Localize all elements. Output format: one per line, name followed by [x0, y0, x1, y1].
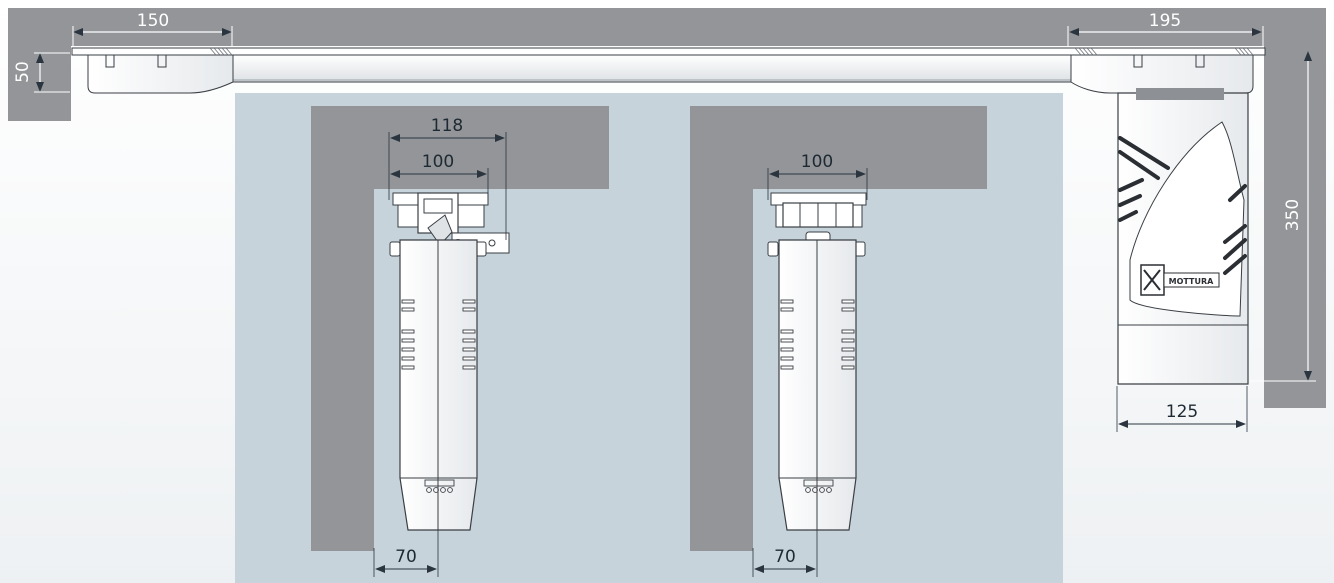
label-118: 118: [431, 116, 463, 136]
dimension-top-right-width: 195: [1067, 11, 1264, 48]
side-view-closer: MOTTURA: [1117, 88, 1249, 385]
dimension-right-unit-offset: 70: [752, 530, 818, 577]
label-100-left: 100: [422, 152, 454, 172]
label-70-left: 70: [395, 547, 417, 567]
left-closer-unit: [389, 192, 510, 531]
dimension-left-unit-offset: 70: [373, 530, 439, 577]
dimension-top-left-width: 150: [72, 11, 233, 48]
left-door-frame: [311, 106, 609, 551]
right-door-frame: [690, 106, 987, 551]
top-rail: [71, 47, 1266, 94]
dimension-top-height: 50: [13, 52, 70, 93]
top-wall: [8, 8, 1326, 408]
dimension-right-unit-inner: 100: [767, 152, 868, 200]
label-125: 125: [1166, 402, 1198, 422]
label-150: 150: [137, 11, 169, 31]
label-50: 50: [13, 61, 33, 83]
label-100-right: 100: [801, 152, 833, 172]
dimension-side-height: 350: [1250, 51, 1316, 382]
dimension-side-depth: 125: [1116, 386, 1248, 432]
right-closer-unit: [767, 192, 867, 531]
mottura-logo: MOTTURA: [1140, 264, 1220, 296]
right-wall-section: [1264, 46, 1326, 408]
mottura-logo-text: MOTTURA: [1169, 277, 1215, 286]
label-195: 195: [1149, 11, 1181, 31]
label-70-right: 70: [774, 547, 796, 567]
dimension-left-unit-inner: 100: [390, 152, 489, 200]
label-350: 350: [1283, 199, 1303, 231]
dimension-left-unit-outer: 118: [388, 116, 507, 240]
